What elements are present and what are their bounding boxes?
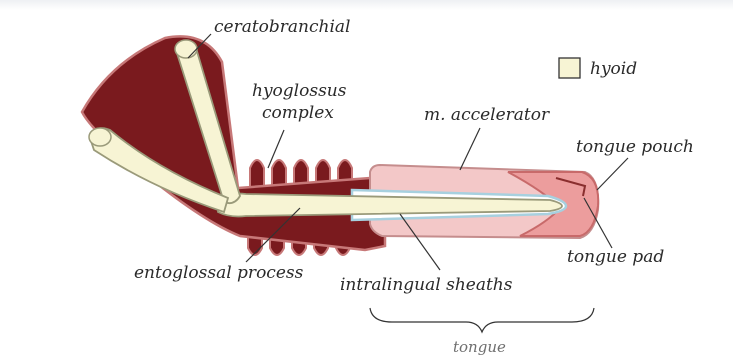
label-ceratobranchial: ceratobranchial — [214, 17, 350, 37]
tongue-brace — [370, 308, 594, 332]
label-tongue-pouch: tongue pouch — [576, 137, 694, 157]
label-complex: complex — [262, 103, 334, 123]
label-intralingual-sheaths: intralingual sheaths — [340, 275, 513, 295]
leader-tongue-pouch — [597, 158, 628, 190]
ceratobranchial-upper-end — [175, 40, 197, 58]
label-m-accelerator: m. accelerator — [424, 105, 550, 125]
label-tongue-pad: tongue pad — [567, 247, 664, 267]
label-hyoglossus: hyoglossus — [252, 81, 347, 101]
leader-accelerator — [460, 128, 480, 170]
label-entoglossal-process: entoglossal process — [134, 263, 304, 283]
legend-hyoid-swatch — [559, 58, 580, 78]
label-tongue: tongue — [453, 338, 506, 355]
ceratobranchial-lower-end — [89, 128, 111, 146]
legend-hyoid-label: hyoid — [590, 59, 637, 79]
